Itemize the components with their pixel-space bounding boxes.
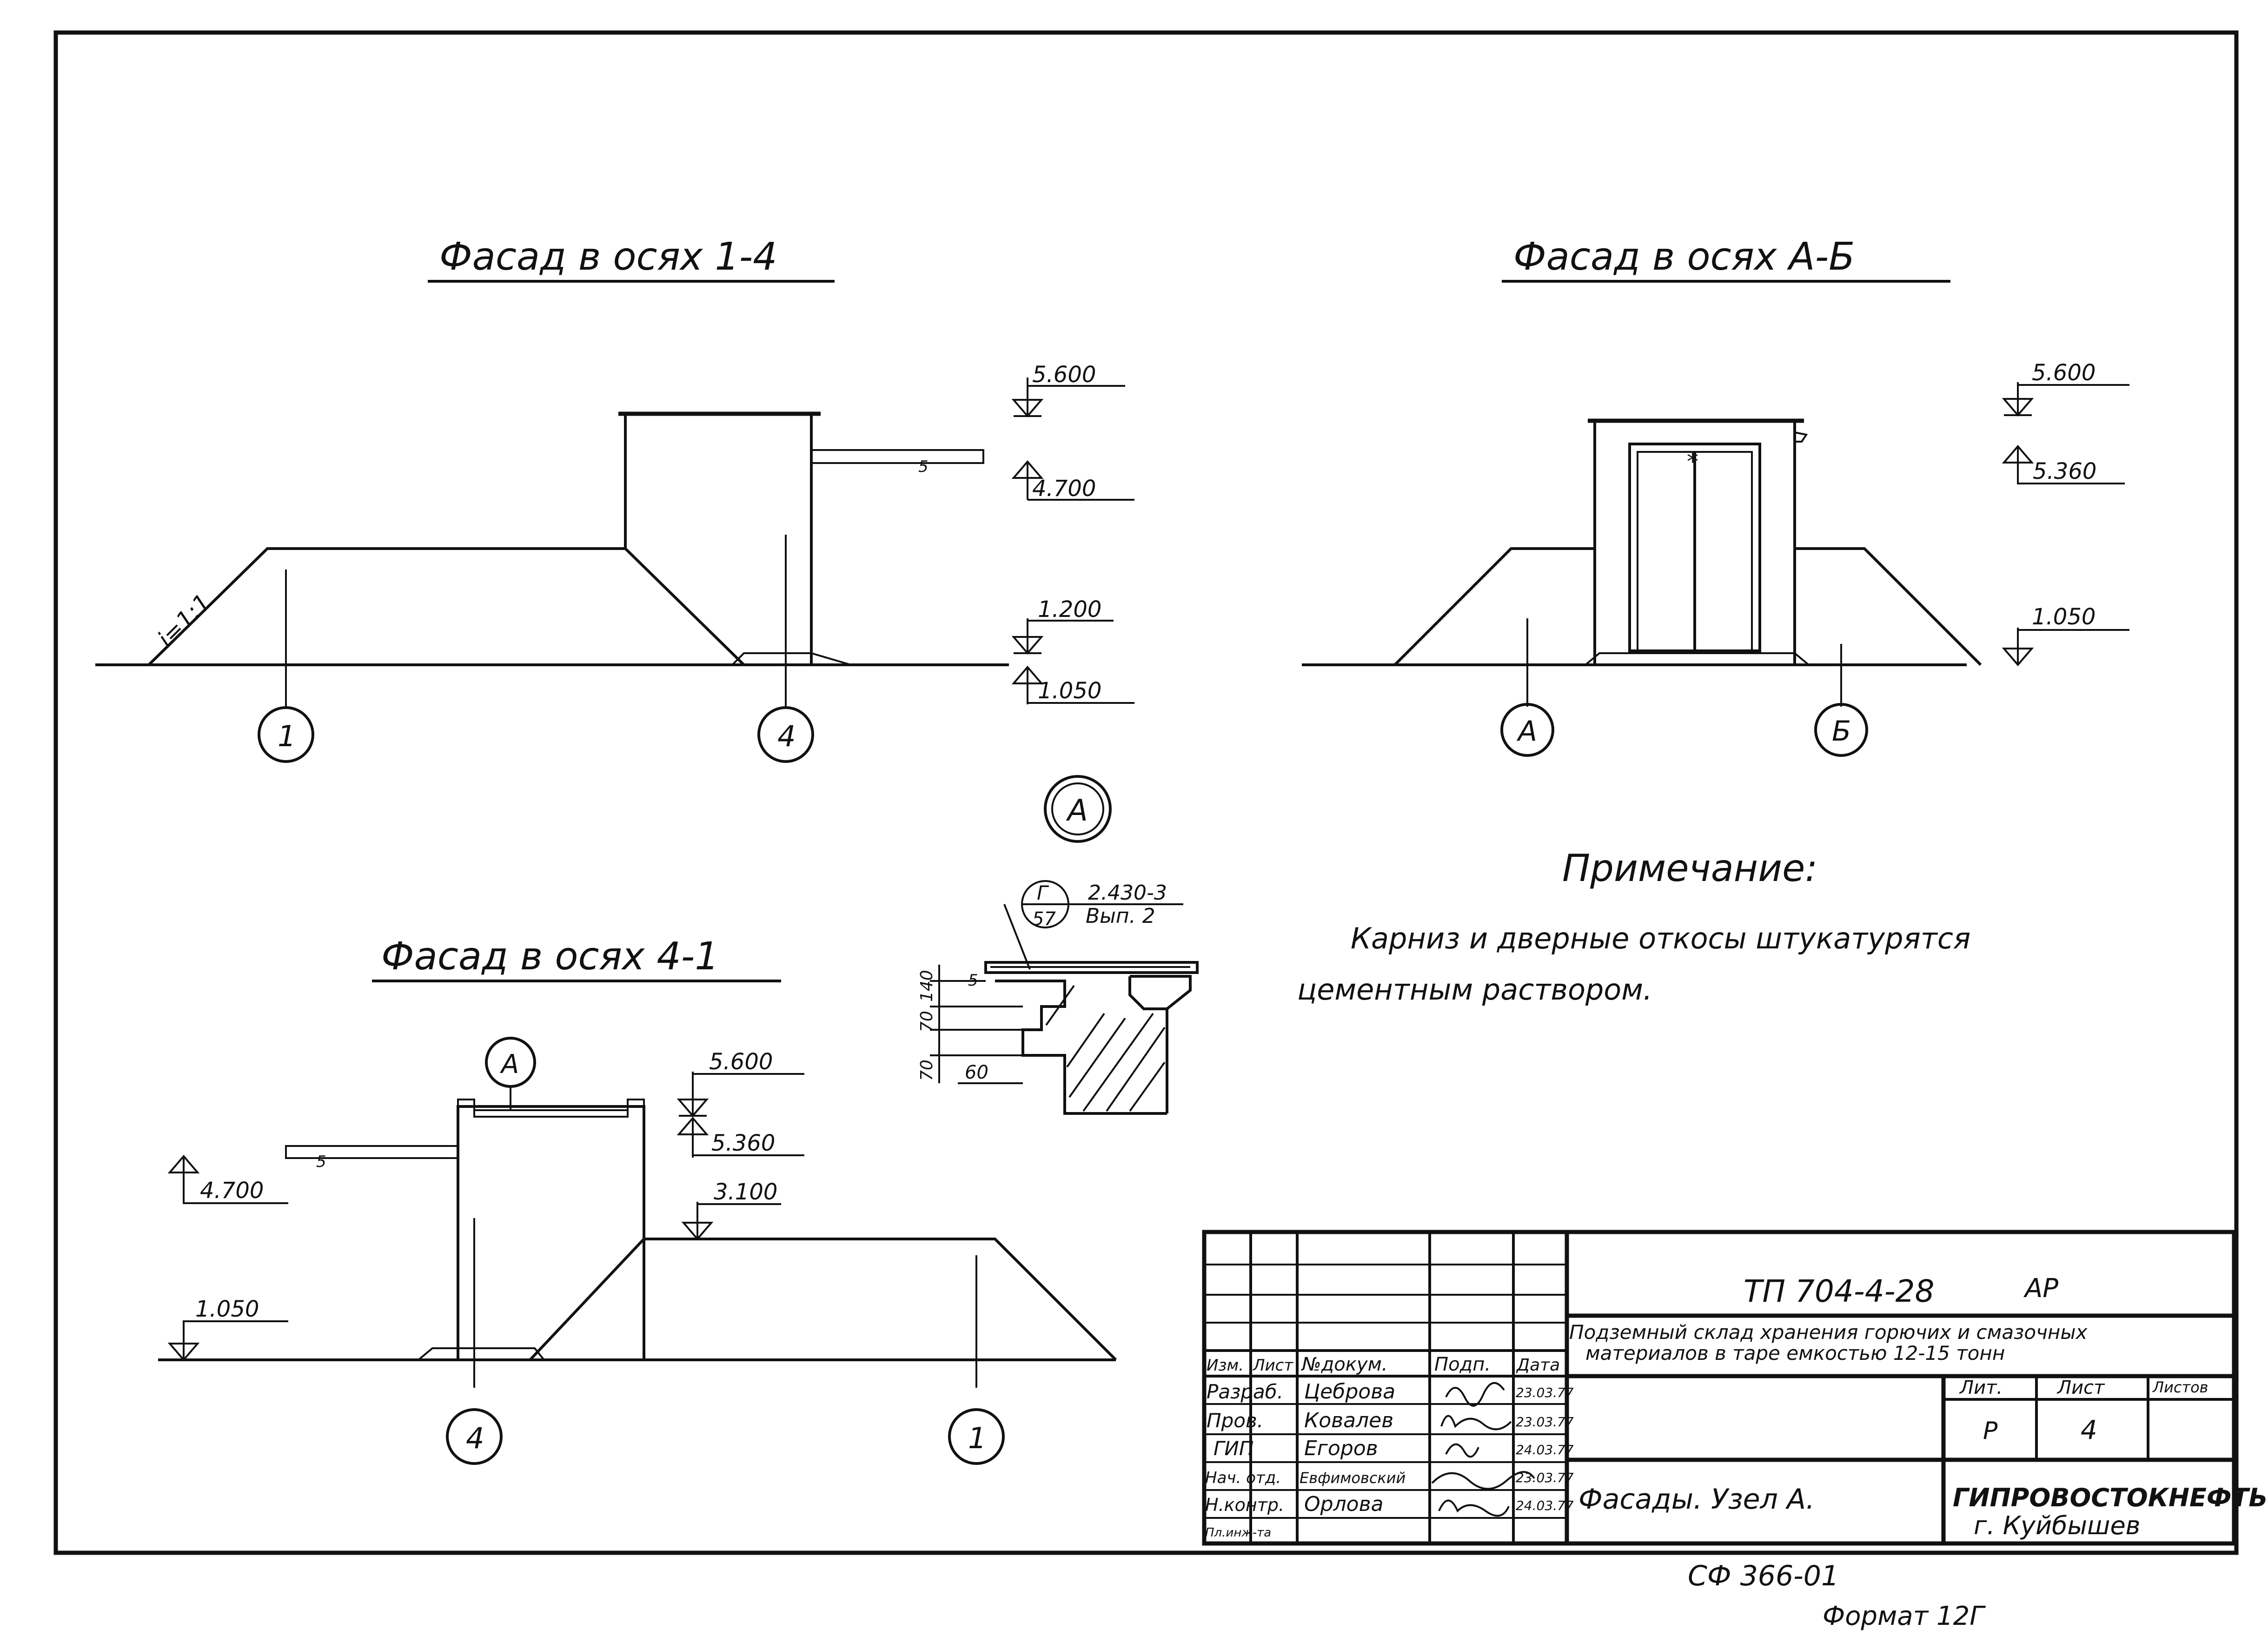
node-issue: Вып. 2 [1086, 904, 1155, 928]
lit-value: Р [1983, 1417, 1998, 1445]
node-dim-70b: 70 [917, 1011, 936, 1032]
mark-1200: 1.200 [1038, 596, 1101, 623]
signatures [1431, 1382, 1535, 1517]
axis-4-label-b: 4 [466, 1421, 484, 1455]
mark-5600-c: 5.600 [709, 1049, 773, 1075]
facade-4-1-callout: А [500, 1049, 519, 1080]
row-1-date: 23.03.77 [1516, 1385, 1574, 1400]
col-sign: Подп. [1434, 1354, 1491, 1375]
project-code: ТП 704-4-28 [1744, 1273, 1935, 1309]
facade-4-1-canopy-mark: 5 [316, 1152, 326, 1171]
facade-a-b: Фасад в осях А-Б * А Б 5.600 5.360 1.050 [1302, 235, 2129, 757]
facade-1-4-title: Фасад в осях 1-4 [439, 235, 777, 279]
row-5-date: 24.03.77 [1516, 1498, 1574, 1513]
sheet-format: Формат 12Г [1823, 1601, 1986, 1631]
slope-label: i=1:1 [152, 589, 216, 652]
node-a: А Г 57 2.430-3 Вып. 2 5 70 [917, 775, 1199, 1115]
mark-4700-c: 4.700 [200, 1178, 264, 1204]
axis-1-label-b: 1 [968, 1421, 986, 1455]
row-3-role: ГИП [1214, 1437, 1253, 1460]
col-izm: Изм. [1207, 1356, 1244, 1375]
note-line-2: цементным раствором. [1297, 973, 1652, 1007]
node-ref-sheet: 57 [1032, 908, 1056, 930]
row-6-role: Пл.инж-та [1205, 1526, 1271, 1540]
node-ref-letter: Г [1037, 881, 1049, 904]
sheet-label: Лист [2056, 1377, 2105, 1398]
sheets-label: Листов [2152, 1378, 2208, 1396]
axis-a-label: А [1516, 715, 1537, 748]
node-a-label: А [1066, 794, 1088, 828]
lit-label: Лит. [1959, 1377, 2003, 1398]
row-2-role: Пров. [1207, 1409, 1263, 1432]
axis-1-label: 1 [278, 719, 296, 753]
mark-1050-b: 1.050 [2032, 604, 2096, 630]
facade-1-4: Фасад в осях 1-4 5 i=1:1 1 4 5.600 4.700… [95, 235, 1134, 763]
row-2-name: Ковалев [1304, 1409, 1393, 1432]
note-heading: Примечание: [1562, 847, 1817, 890]
mark-5360-b: 5.360 [2033, 458, 2096, 484]
note-line-1: Карниз и дверные откосы штукатурятся [1351, 921, 1970, 955]
mark-1050-a: 1.050 [1038, 678, 1101, 704]
facade-4-1: Фасад в осях 4-1 5 А 4 1 5.600 5.360 4.7… [158, 934, 1117, 1465]
archive-number: СФ 366-01 [1688, 1560, 1839, 1592]
org-name: ГИПРОВОСТОКНЕФТЬ [1953, 1483, 2268, 1512]
mark-3100: 3.100 [714, 1179, 777, 1205]
row-5-role: Н.контр. [1205, 1495, 1284, 1515]
axis-4-label: 4 [777, 719, 796, 753]
stage-code: АР [2023, 1273, 2058, 1304]
mark-5360-c: 5.360 [711, 1130, 775, 1156]
row-2-date: 23.03.77 [1516, 1414, 1574, 1430]
door-mark: * [1687, 448, 1698, 475]
col-doc: №докум. [1301, 1354, 1387, 1375]
sheet-value: 4 [2081, 1415, 2097, 1445]
row-5-name: Орлова [1304, 1492, 1384, 1516]
title-block: Изм. Лист №докум. Подп. Дата Разраб. Цеб… [1202, 1230, 2268, 1546]
facade-4-1-title: Фасад в осях 4-1 [381, 934, 719, 979]
col-date: Дата [1516, 1356, 1560, 1375]
note: Примечание: Карниз и дверные откосы штук… [1297, 847, 1970, 1007]
facade-1-4-canopy-mark: 5 [918, 457, 928, 476]
sheet-frame [53, 30, 2239, 1555]
row-1-role: Разраб. [1207, 1380, 1283, 1403]
axis-b-label: Б [1832, 715, 1851, 748]
node-dim-60: 60 [965, 1062, 988, 1083]
mark-4700-a: 4.700 [1032, 476, 1096, 502]
row-3-name: Егоров [1304, 1437, 1378, 1460]
project-line-1: Подземный склад хранения горючих и смазо… [1569, 1321, 2088, 1344]
row-3-date: 24.03.77 [1516, 1442, 1574, 1457]
mark-5600-a: 5.600 [1032, 362, 1096, 388]
node-dim-70a: 70 [917, 1060, 936, 1081]
project-line-2: материалов в таре емкостью 12-15 тонн [1585, 1342, 2005, 1364]
node-dim-140: 140 [917, 970, 936, 1002]
facade-a-b-title: Фасад в осях А-Б [1513, 235, 1855, 279]
node-series: 2.430-3 [1088, 881, 1167, 905]
mark-1050-c: 1.050 [195, 1296, 259, 1322]
mark-5600-b: 5.600 [2032, 360, 2096, 386]
org-city: г. Куйбышев [1974, 1511, 2141, 1540]
row-4-name: Евфимовский [1300, 1469, 1406, 1487]
sheet-title: Фасады. Узел А. [1578, 1483, 1815, 1516]
col-list: Лист [1252, 1356, 1293, 1375]
row-4-role: Нач. отд. [1205, 1469, 1281, 1487]
row-1-name: Цеброва [1304, 1380, 1395, 1404]
